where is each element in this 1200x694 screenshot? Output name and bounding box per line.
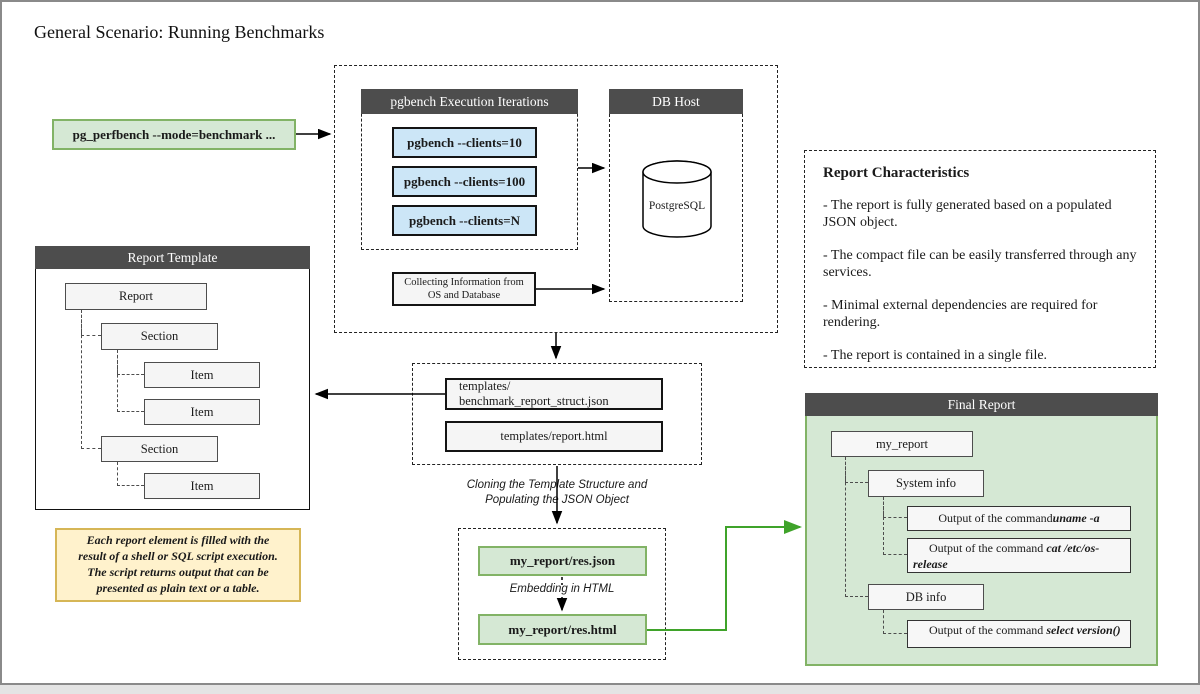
output-os-release-box: Output of the command cat /etc/os-releas…: [907, 538, 1131, 573]
final-report-header: Final Report: [805, 393, 1158, 416]
tree-connector: [81, 310, 101, 449]
template-node-item: Item: [144, 473, 260, 499]
report-characteristic-item: - The report is contained in a single fi…: [823, 347, 1048, 363]
report-characteristics-panel: Report Characteristics - The report is f…: [804, 150, 1156, 368]
execution-container: [334, 65, 778, 333]
tree-connector: [883, 610, 907, 634]
output-command: select version(): [1046, 623, 1121, 637]
output-command: cat /etc/os-release: [913, 541, 1100, 571]
res-html-box: my_report/res.html: [478, 614, 647, 645]
final-report-node-system-info: System info: [868, 470, 984, 497]
template-node-item: Item: [144, 399, 260, 425]
report-characteristic-item: - The report is fully generated based on…: [823, 197, 1112, 231]
templates-group: [412, 363, 702, 465]
tree-connector: [883, 497, 907, 555]
template-node-section: Section: [101, 323, 218, 350]
final-report-node-my-report: my_report: [831, 431, 973, 457]
db-host-header: DB Host: [609, 89, 743, 114]
benchmark-report-struct-json-box: templates/benchmark_report_struct.json: [445, 378, 663, 410]
output-prefix: Output of the command: [929, 623, 1047, 637]
tree-connector: [117, 462, 144, 486]
output-prefix: Output of the command: [929, 541, 1047, 555]
report-template-header: Report Template: [35, 246, 310, 269]
res-json-box: my_report/res.json: [478, 546, 647, 576]
output-uname-box: Output of the command uname -a: [907, 506, 1131, 531]
report-characteristic-item: - Minimal external dependencies are requ…: [823, 297, 1098, 331]
output-select-version-box: Output of the command select version(): [907, 620, 1131, 648]
template-node-item: Item: [144, 362, 260, 388]
tree-connector: [845, 457, 868, 597]
diagram-title: General Scenario: Running Benchmarks: [34, 22, 325, 42]
report-html-box: templates/report.html: [445, 421, 663, 452]
tree-connector: [117, 350, 144, 412]
template-node-section: Section: [101, 436, 218, 462]
output-prefix: Output of the command: [938, 511, 1053, 525]
database-cylinder-icon: [642, 160, 712, 238]
embedding-annotation: Embedding in HTML: [472, 582, 652, 597]
report-characteristics-title: Report Characteristics: [823, 165, 970, 181]
output-command: uname -a: [1052, 511, 1100, 525]
template-node-report: Report: [65, 283, 207, 310]
pg-perfbench-command-box: pg_perfbench --mode=benchmark ...: [52, 119, 296, 150]
final-report-node-db-info: DB info: [868, 584, 984, 610]
report-characteristic-item: - The compact file can be easily transfe…: [823, 247, 1137, 281]
pgbench-iterations-header: pgbench Execution Iterations: [361, 89, 578, 114]
pgbench-clients-10-box: pgbench --clients=10: [392, 127, 537, 158]
pgbench-clients-n-box: pgbench --clients=N: [392, 205, 537, 236]
postgresql-label: PostgreSQL: [648, 200, 706, 212]
pgbench-clients-100-box: pgbench --clients=100: [392, 166, 537, 197]
